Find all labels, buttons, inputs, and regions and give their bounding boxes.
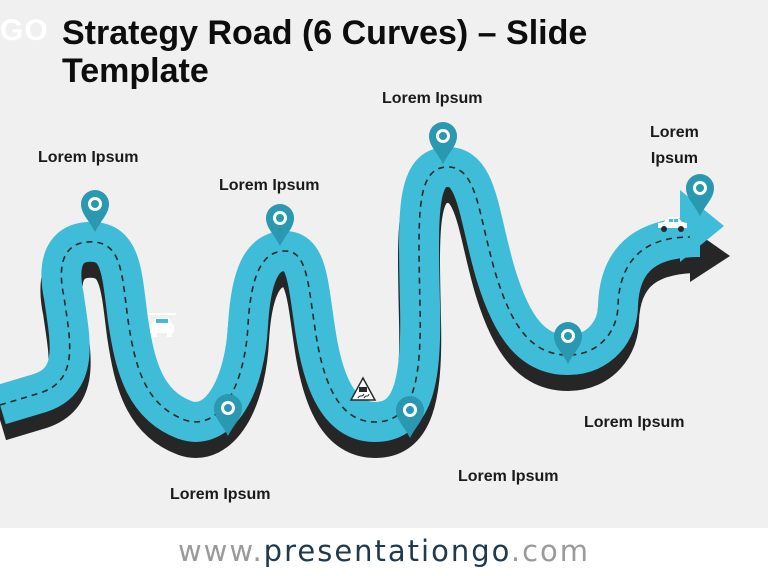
milestone-label: Lorem Ipsum [382,90,483,107]
footer-url-prefix: www. [177,534,264,568]
milestone-label: Lorem Ipsum [38,149,139,166]
slippery-road-sign-icon [349,376,377,401]
milestone-label: Lorem Ipsum [458,468,559,485]
milestone-label: Lorem Ipsum [219,177,320,194]
page-title: Strategy Road (6 Curves) – Slide Templat… [62,14,588,90]
car-icon [658,217,687,232]
strategy-road-diagram [0,122,730,458]
slide: GO Strategy Road (6 Curves) – Slide Temp… [0,14,730,503]
footer-url-suffix: .com [510,534,591,568]
road-center-line [0,166,691,423]
milestone-label: Lorem Ipsum [584,414,685,431]
footer: www.presentationgo.com [0,528,768,576]
milestone-label: Lorem Ipsum [650,124,699,167]
arrow-head [680,190,724,262]
milestone-label: Lorem Ipsum [170,486,271,503]
logo: GO [0,14,49,47]
footer-brand: presentationgo [263,534,511,568]
car-icon [148,313,176,337]
footer-url[interactable]: www.presentationgo.com [0,534,768,568]
